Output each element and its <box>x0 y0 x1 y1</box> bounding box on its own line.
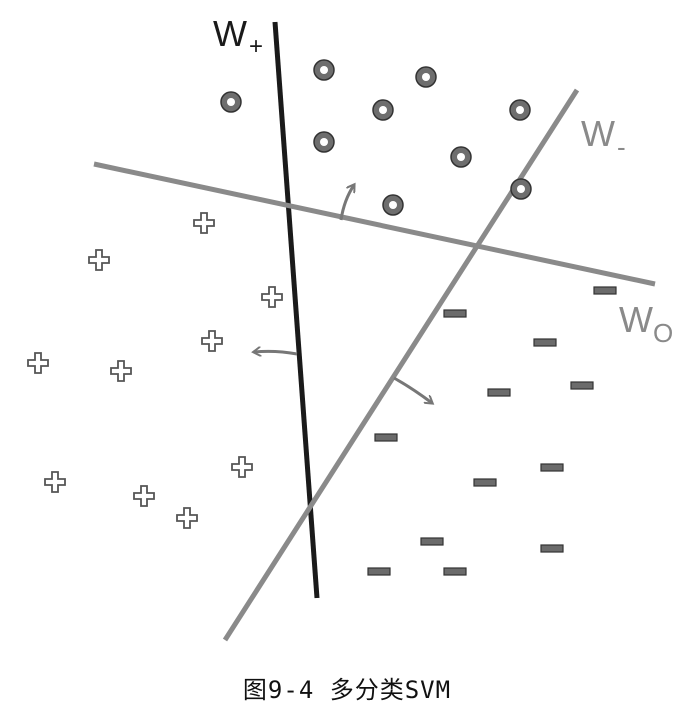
w-zero-label: WO <box>619 299 673 348</box>
circle-point <box>509 99 531 121</box>
minus-point <box>367 567 391 576</box>
minus-point <box>443 567 467 576</box>
minus-point <box>420 537 444 546</box>
svm-diagram: W+ W- WO <box>27 13 673 642</box>
figure-caption: 图9-4 多分类SVM <box>242 676 452 704</box>
w-plus-label-sub: + <box>249 33 263 60</box>
minus-point <box>374 433 398 442</box>
circle-point <box>313 131 335 153</box>
w-zero-label-main: W <box>619 299 653 340</box>
plus-point <box>27 352 49 374</box>
minus-class-points <box>367 286 617 576</box>
w-zero-line <box>93 161 656 287</box>
circle-point <box>415 66 437 88</box>
direction-arrow-right <box>393 376 432 403</box>
minus-point <box>487 388 511 397</box>
minus-point <box>533 338 557 347</box>
minus-point <box>443 309 467 318</box>
plus-point <box>261 286 283 308</box>
plus-point <box>176 507 198 529</box>
direction-arrow-left <box>254 351 298 354</box>
plus-class-points <box>27 212 283 529</box>
plus-point <box>110 360 132 382</box>
plus-point <box>88 249 110 271</box>
w-plus-label: W+ <box>213 13 263 60</box>
plus-point <box>231 456 253 478</box>
circle-point <box>372 99 394 121</box>
minus-point <box>540 544 564 553</box>
plus-point <box>133 485 155 507</box>
w-minus-label-sub: - <box>617 132 626 162</box>
circle-class-points <box>220 59 532 216</box>
minus-point <box>540 463 564 472</box>
plus-point <box>201 330 223 352</box>
circle-point <box>313 59 335 81</box>
w-minus-line <box>222 88 580 642</box>
w-plus-label-main: W <box>213 13 247 54</box>
w-zero-label-sub: O <box>653 318 673 348</box>
w-minus-label-main: W <box>581 113 615 154</box>
minus-point <box>593 286 617 295</box>
circle-point <box>510 178 532 200</box>
circle-point <box>220 91 242 113</box>
circle-point <box>382 194 404 216</box>
direction-arrow-up <box>339 185 354 221</box>
plus-point <box>193 212 215 234</box>
plus-point <box>44 471 66 493</box>
w-plus-line <box>272 21 320 599</box>
minus-point <box>570 381 594 390</box>
minus-point <box>473 478 497 487</box>
circle-point <box>450 146 472 168</box>
w-minus-label: W- <box>581 113 626 162</box>
